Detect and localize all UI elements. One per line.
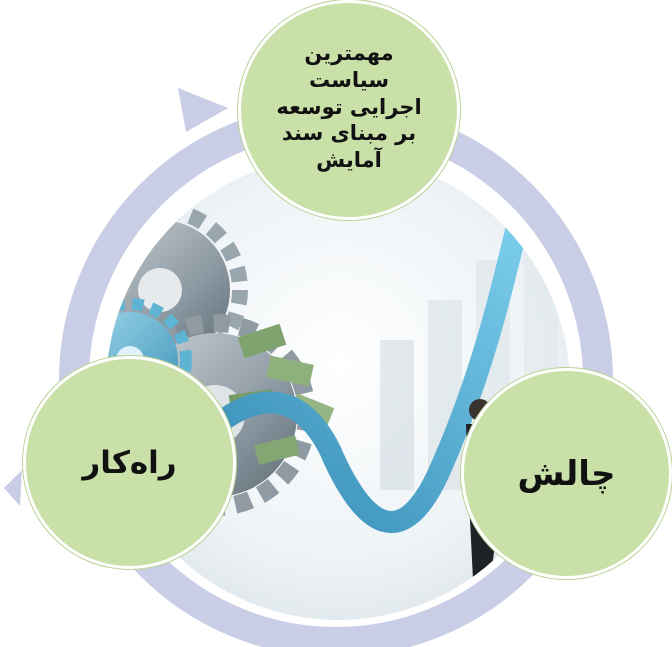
- node-top-policy: مهمترین سیاست اجرایی توسعه بر مبنای سند …: [238, 0, 460, 220]
- node-top-label: مهمترین سیاست اجرایی توسعه بر مبنای سند …: [276, 40, 421, 174]
- node-left-solution: راه‌کار: [23, 356, 236, 569]
- node-right-challenge: چالش: [461, 368, 672, 579]
- node-right-label: چالش: [517, 454, 615, 494]
- cycle-arrowhead-top: [178, 88, 228, 132]
- cycle-arrowhead-left: [4, 470, 22, 506]
- node-left-label: راه‌کار: [82, 445, 176, 481]
